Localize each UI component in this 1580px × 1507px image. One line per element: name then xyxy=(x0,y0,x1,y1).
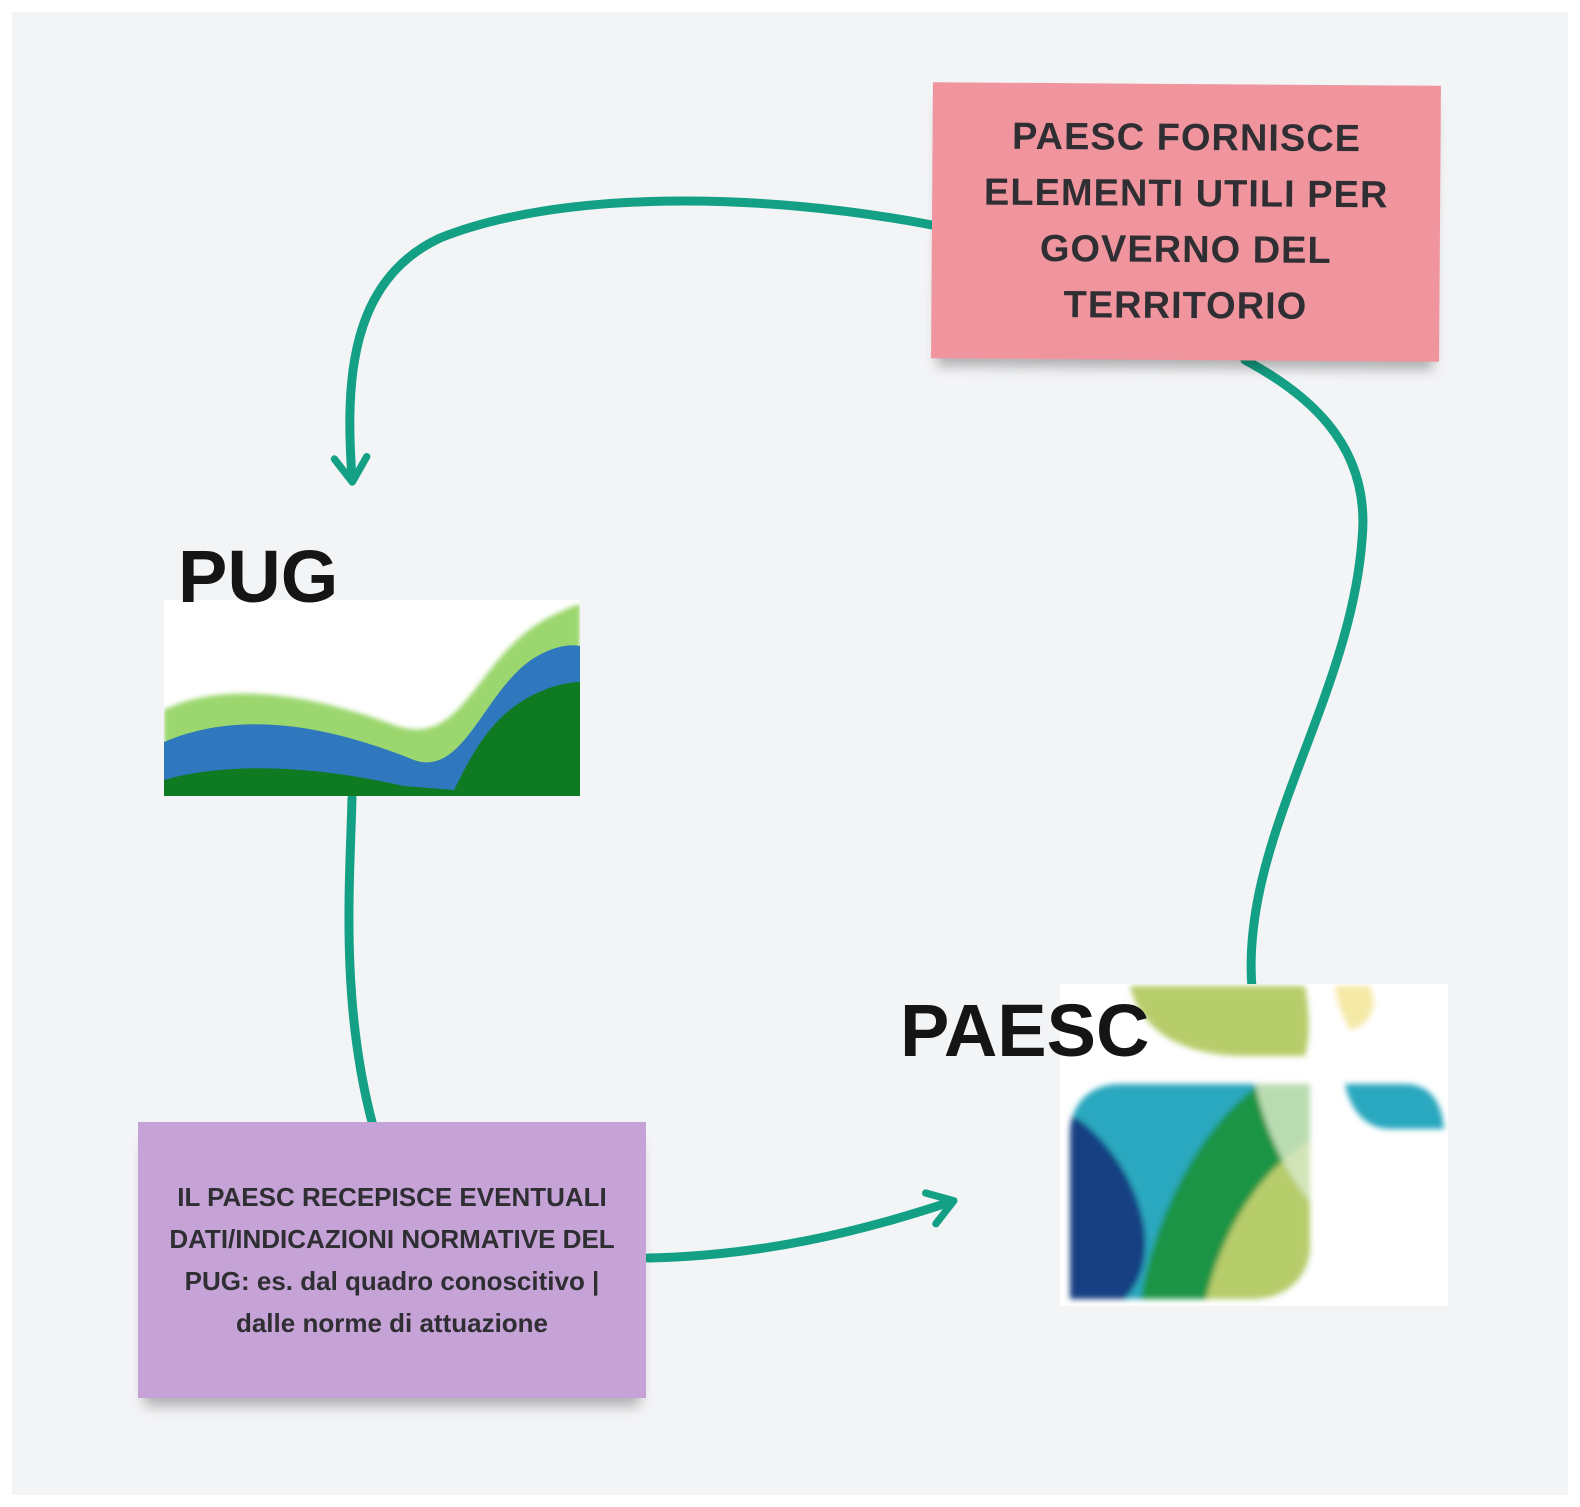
pug-logo-icon[interactable] xyxy=(164,600,580,796)
paesc-logo-lime-top-leaf xyxy=(1130,986,1309,1056)
sticky-note-paesc-recepisce-text: IL PAESC RECEPISCE EVENTUALI DATI/INDICA… xyxy=(169,1182,615,1338)
sticky-note-paesc-fornisce[interactable]: PAESC FORNISCE ELEMENTI UTILI PER GOVERN… xyxy=(931,82,1441,362)
sticky-note-paesc-fornisce-text: PAESC FORNISCE ELEMENTI UTILI PER GOVERN… xyxy=(983,115,1389,328)
pug-label: PUG xyxy=(178,535,339,618)
paesc-logo-yellow-top-leaf xyxy=(1335,986,1374,1030)
paesc-logo-teal-right-leaf xyxy=(1345,1084,1444,1129)
sticky-note-paesc-recepisce[interactable]: IL PAESC RECEPISCE EVENTUALI DATI/INDICA… xyxy=(138,1122,646,1398)
paesc-logo-icon[interactable] xyxy=(1060,984,1448,1306)
paesc-logo-navy-leaf xyxy=(1070,1114,1146,1299)
paesc-label: PAESC xyxy=(900,989,1150,1072)
pug-logo-dark-green-wave xyxy=(164,682,580,796)
paesc-logo-pale-overlay xyxy=(1255,1084,1310,1204)
